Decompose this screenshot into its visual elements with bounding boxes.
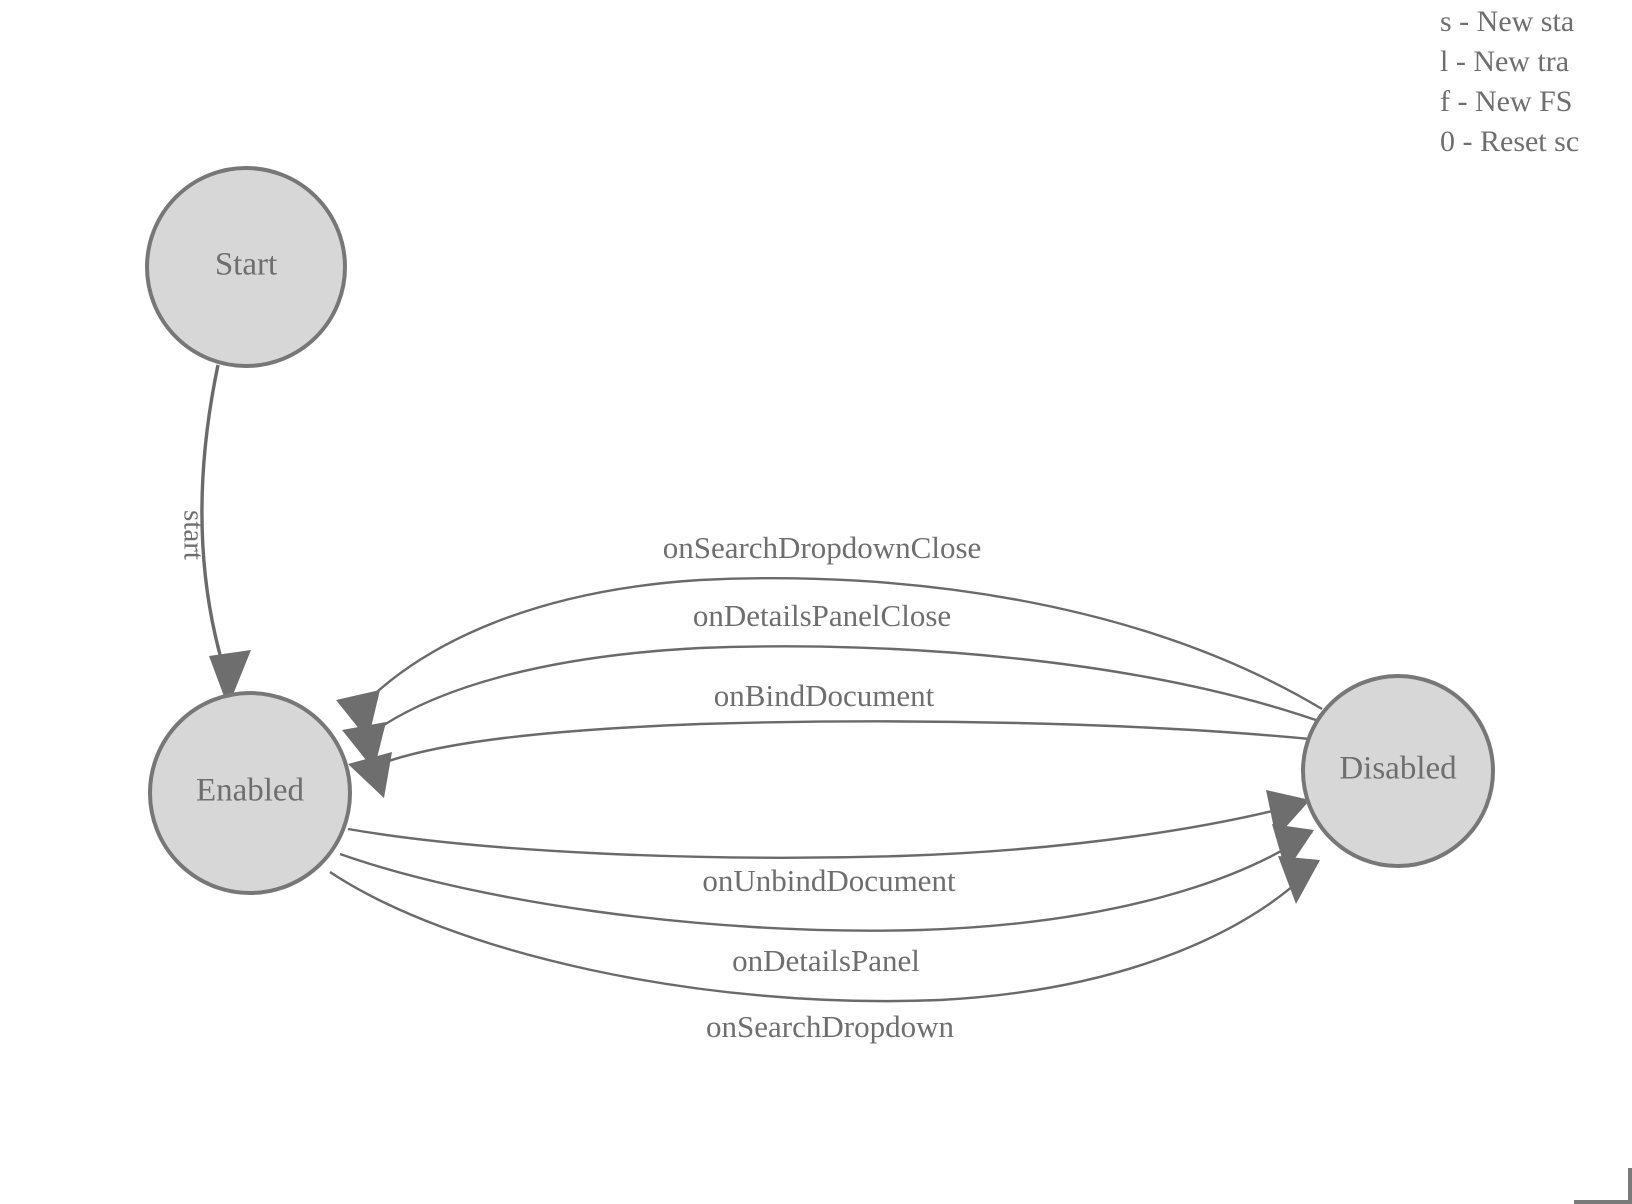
node-enabled-label: Enabled [196, 773, 305, 809]
edge-label-on-details-panel-close: onDetailsPanelClose [693, 598, 951, 633]
help-line-new-state: s - New sta [1440, 5, 1575, 38]
edge-label-on-details-panel: onDetailsPanel [732, 943, 920, 978]
edge-on-search-dropdown-path[interactable] [329, 861, 1319, 1003]
edge-start-arrowhead [209, 650, 251, 707]
edge-start-path[interactable] [200, 364, 224, 663]
edge-on-search-dropdown[interactable] [329, 856, 1320, 1003]
node-disabled-label: Disabled [1339, 751, 1457, 787]
edge-on-details-panel-close-path[interactable] [371, 645, 1331, 734]
node-start-label: Start [215, 247, 277, 283]
node-disabled-circle[interactable] [1301, 674, 1495, 868]
canvas-corner-handle[interactable] [1574, 1168, 1632, 1204]
edge-label-on-bind-document: onBindDocument [714, 678, 935, 713]
edge-on-unbind-document[interactable] [347, 790, 1310, 859]
corner-bracket-vertical [1628, 1168, 1632, 1204]
edge-on-bind-document-arrowhead [348, 752, 392, 798]
help-line-new-transition: l - New tra [1440, 45, 1570, 78]
node-start-circle[interactable] [145, 166, 347, 368]
node-disabled[interactable]: Disabled [1301, 674, 1495, 868]
help-line-reset: 0 - Reset sc [1440, 125, 1580, 158]
edge-label-start: start [177, 510, 209, 560]
edge-on-search-dropdown-close-path[interactable] [365, 576, 1323, 711]
keyboard-shortcuts-help: s - New sta l - New tra f - New FS 0 - R… [1432, 0, 1632, 162]
node-enabled-circle[interactable] [148, 691, 352, 895]
edge-on-unbind-document-path[interactable] [347, 800, 1309, 859]
edge-on-bind-document[interactable] [348, 720, 1321, 798]
edge-on-search-dropdown-arrowhead [1278, 856, 1320, 904]
corner-bracket-horizontal [1574, 1200, 1632, 1204]
edge-label-on-search-dropdown: onSearchDropdown [706, 1009, 954, 1044]
node-enabled[interactable]: Enabled [148, 691, 352, 895]
edge-label-on-unbind-document: onUnbindDocument [702, 863, 956, 898]
edge-label-on-search-dropdown-close: onSearchDropdownClose [663, 530, 982, 565]
node-start[interactable]: Start [145, 166, 347, 368]
edge-start[interactable] [200, 364, 251, 707]
edge-on-details-panel-path[interactable] [339, 831, 1313, 932]
edge-on-bind-document-path[interactable] [379, 720, 1321, 766]
help-line-new-fsm: f - New FS [1440, 85, 1573, 118]
